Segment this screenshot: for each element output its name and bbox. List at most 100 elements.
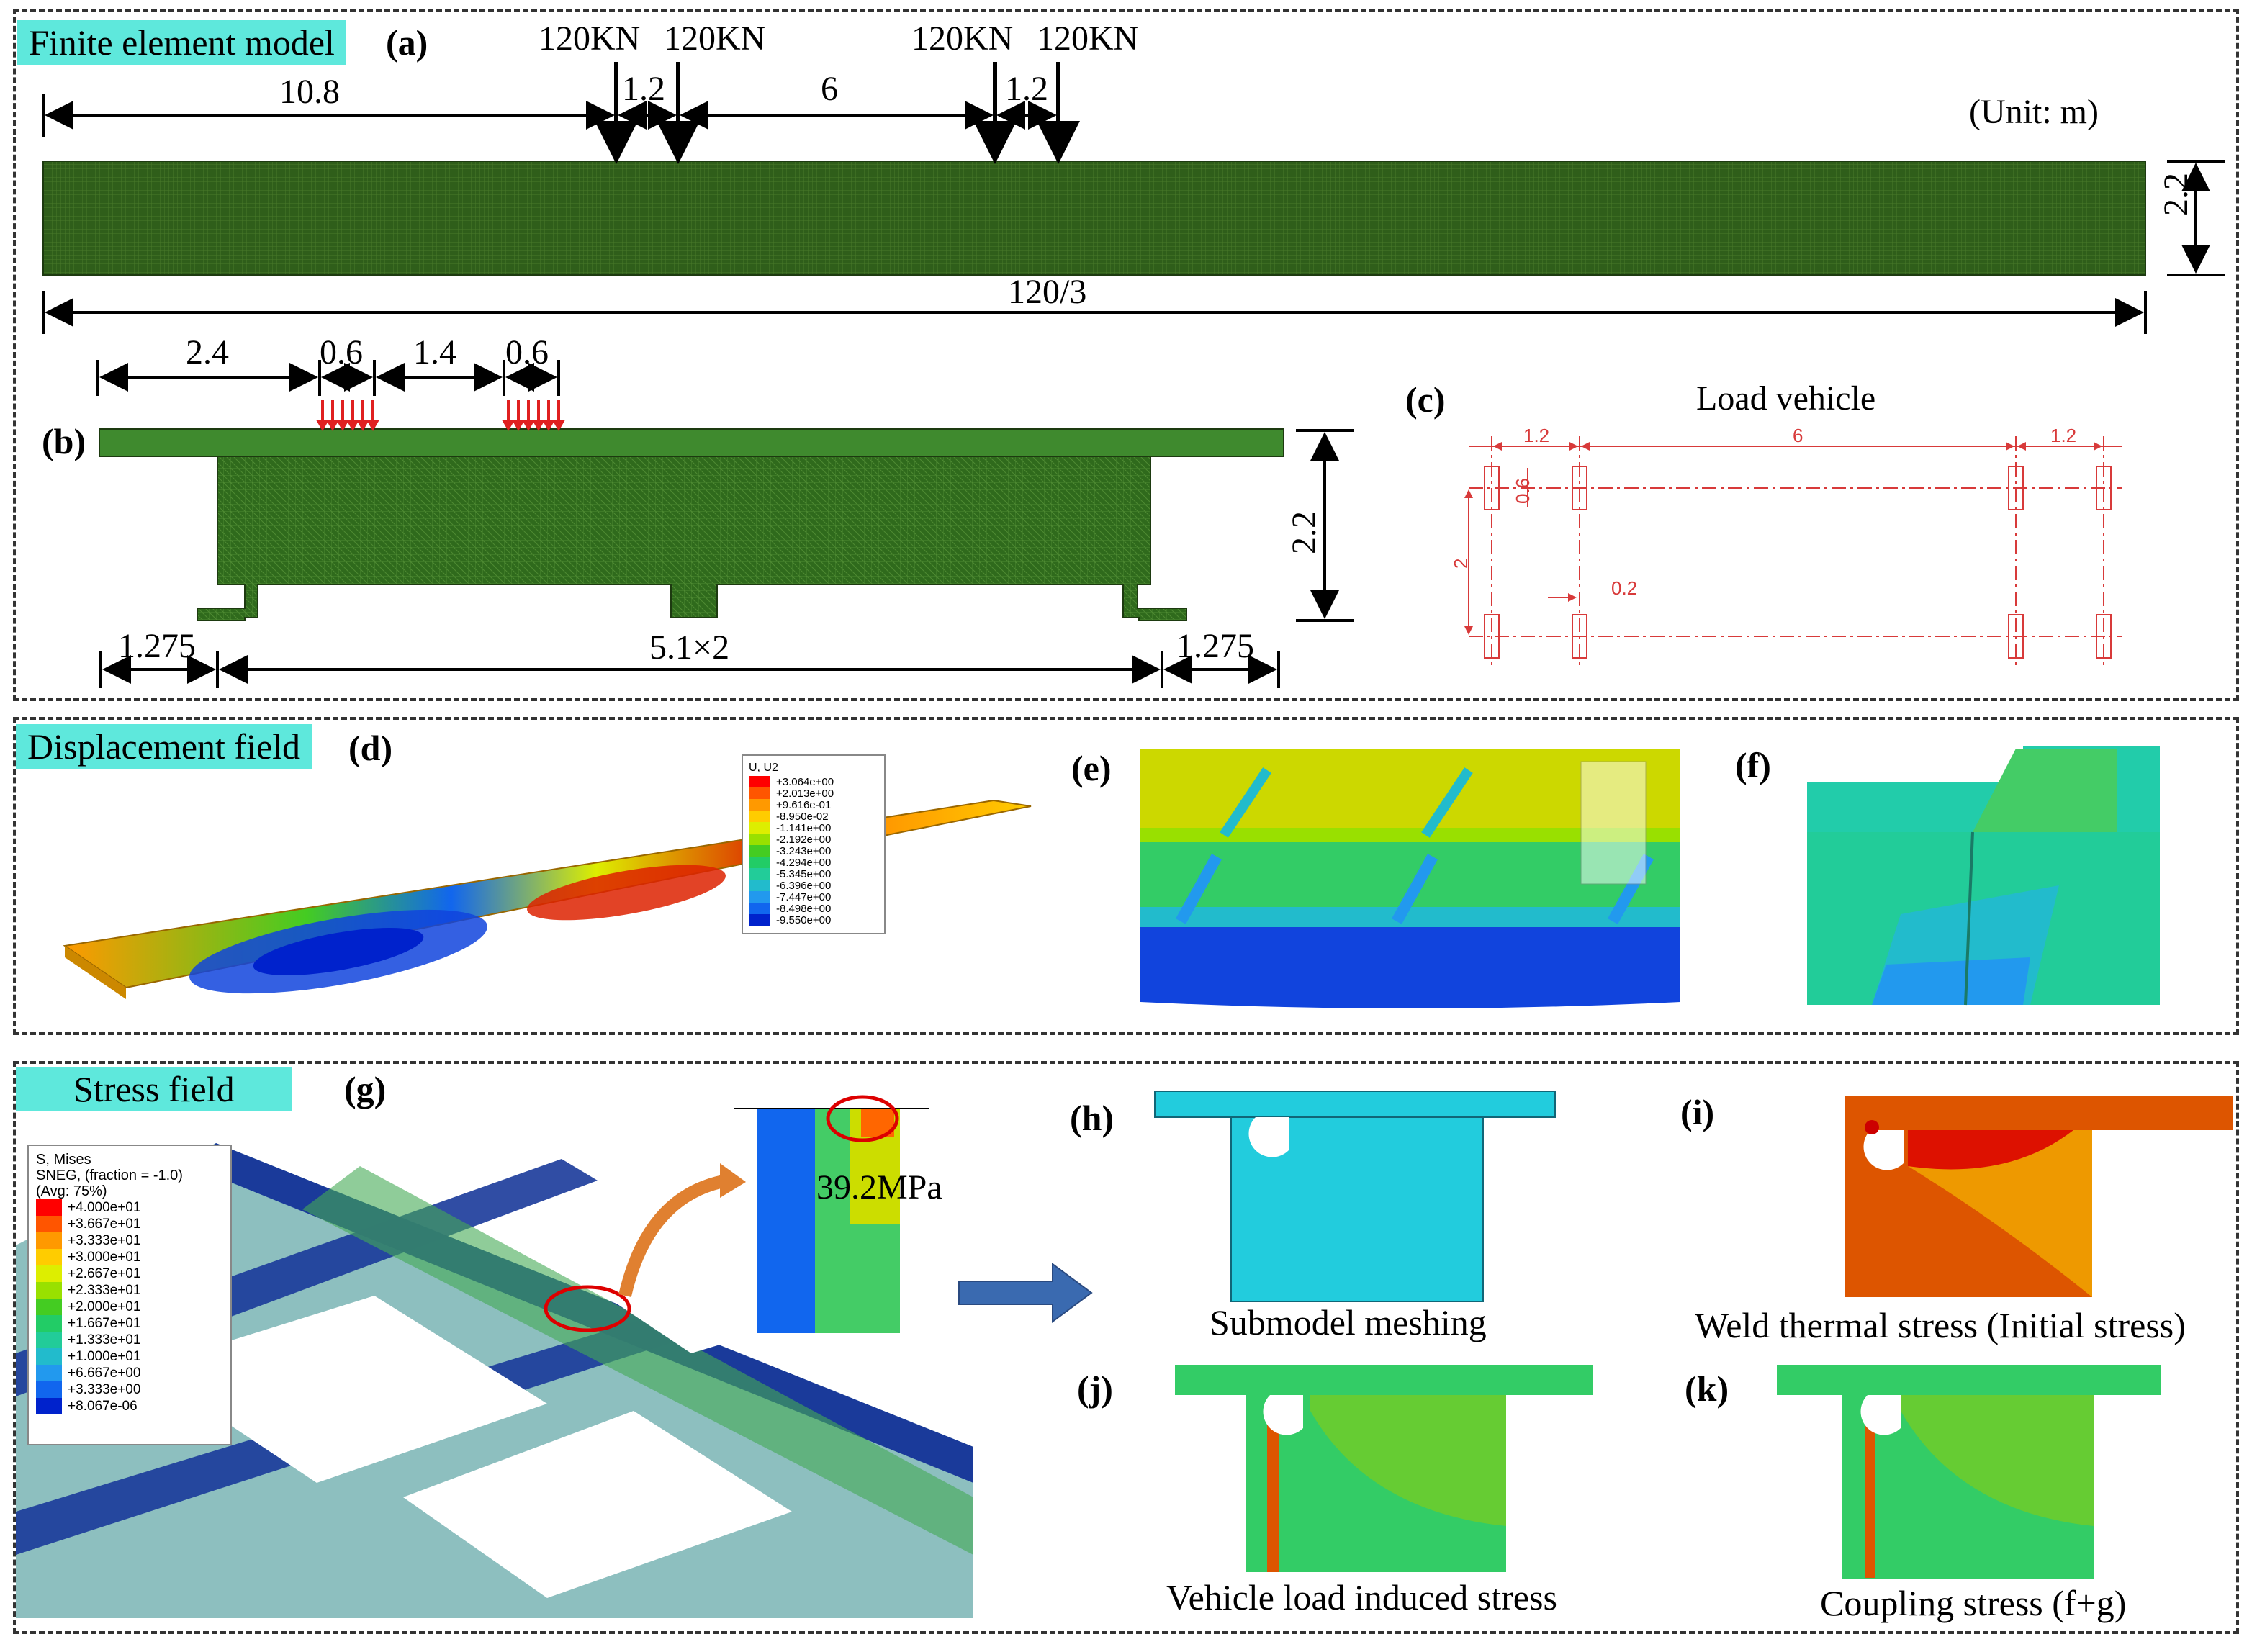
section-body xyxy=(197,456,1187,621)
legend-stress-row: +3.333e+01 xyxy=(36,1232,223,1249)
legend-stress-swatch xyxy=(36,1348,62,1365)
legend-stress-swatch xyxy=(36,1199,62,1216)
tag-finite-element-model: Finite element model xyxy=(17,20,346,65)
beam-mesh xyxy=(42,161,2146,276)
wheel-load-arrows-2 xyxy=(502,400,565,432)
flow-arrow xyxy=(958,1263,1093,1323)
legend-stress-row: +1.000e+01 xyxy=(36,1348,223,1365)
legend-stress-row: +6.667e+00 xyxy=(36,1365,223,1381)
legend-stress-swatch xyxy=(36,1332,62,1348)
load-label-2: 120KN xyxy=(664,19,766,58)
legend-displacement-value: -9.550e+00 xyxy=(776,913,832,926)
legend-stress-swatch xyxy=(36,1216,62,1232)
legend-stress-value: +3.667e+01 xyxy=(68,1216,141,1232)
legend-displacement-swatch xyxy=(749,799,770,811)
dim-b-0-6-a: 0.6 xyxy=(320,333,363,371)
legend-displacement-value: +2.013e+00 xyxy=(776,787,834,800)
dim-b-2-4: 2.4 xyxy=(186,333,229,371)
wheel-load-arrows-1 xyxy=(316,400,379,432)
label-e: (e) xyxy=(1071,748,1112,788)
legend-displacement-swatch xyxy=(749,787,770,799)
dim-b-1-275-left: 1.275 xyxy=(118,627,196,665)
legend-displacement-row: -6.396e+00 xyxy=(749,880,878,892)
legend-stress-row: +8.067e-06 xyxy=(36,1398,223,1414)
legend-displacement-row: -9.550e+00 xyxy=(749,914,878,926)
caption-k: Coupling stress (f+g) xyxy=(1820,1583,2127,1623)
j-view xyxy=(1175,1365,1593,1395)
legend-displacement-value: -8.950e-02 xyxy=(776,810,829,823)
legend-displacement-value: -2.192e+00 xyxy=(776,833,832,846)
legend-stress-row: +1.333e+01 xyxy=(36,1332,223,1348)
caption-i: Weld thermal stress (Initial stress) xyxy=(1695,1305,2186,1345)
load-label-3: 120KN xyxy=(911,19,1014,58)
legend-displacement-value: -8.498e+00 xyxy=(776,902,832,915)
legend-stress-value: +3.000e+01 xyxy=(68,1249,141,1265)
legend-displacement-row: -4.294e+00 xyxy=(749,857,878,869)
hotspot-circle-g xyxy=(544,1285,631,1332)
legend-stress-value: +8.067e-06 xyxy=(68,1398,138,1414)
label-h: (h) xyxy=(1070,1098,1114,1138)
label-k: (k) xyxy=(1685,1368,1729,1409)
legend-displacement-title: U, U2 xyxy=(749,762,778,774)
panel-stress-field xyxy=(13,1061,2239,1634)
legend-stress-value: +2.000e+01 xyxy=(68,1299,141,1314)
legend-stress-swatch xyxy=(36,1315,62,1332)
legend-stress-row: +2.333e+01 xyxy=(36,1282,223,1299)
legend-stress-title-2: SNEG, (fraction = -1.0) xyxy=(36,1168,183,1183)
legend-displacement-row: -3.243e+00 xyxy=(749,845,878,857)
legend-stress-value: +1.667e+01 xyxy=(68,1315,141,1331)
label-f: (f) xyxy=(1735,745,1771,785)
legend-stress-value: +2.333e+01 xyxy=(68,1282,141,1298)
dim-b-1-275-right: 1.275 xyxy=(1176,627,1254,665)
unit-label: (Unit: m) xyxy=(1969,93,2099,131)
label-c: (c) xyxy=(1405,379,1446,420)
i-view xyxy=(1845,1096,2233,1130)
legend-displacement-row: +2.013e+00 xyxy=(749,787,878,800)
legend-stress-title-1: S, Mises xyxy=(36,1152,91,1168)
legend-stress: S, Mises SNEG, (fraction = -1.0) (Avg: 7… xyxy=(27,1145,232,1445)
legend-displacement-value: -1.141e+00 xyxy=(776,821,832,834)
legend-stress-value: +1.000e+01 xyxy=(68,1348,141,1364)
legend-stress-row: +2.000e+01 xyxy=(36,1299,223,1315)
label-j: (j) xyxy=(1077,1368,1113,1409)
deck-plate xyxy=(99,428,1284,457)
load-vehicle-title: Load vehicle xyxy=(1696,379,1876,417)
legend-stress-swatch xyxy=(36,1299,62,1315)
legend-displacement-value: +3.064e+00 xyxy=(776,775,834,788)
legend-stress-row: +2.667e+01 xyxy=(36,1265,223,1282)
legend-stress-value: +4.000e+01 xyxy=(68,1199,141,1215)
panel-finite-element-model xyxy=(13,9,2239,701)
label-a: (a) xyxy=(386,22,428,63)
legend-displacement-swatch xyxy=(749,822,770,834)
legend-displacement-swatch xyxy=(749,868,770,880)
legend-stress-swatch xyxy=(36,1282,62,1299)
label-d: (d) xyxy=(348,728,393,768)
legend-displacement: U, U2 +3.064e+00+2.013e+00+9.616e-01-8.9… xyxy=(742,754,886,934)
panel-displacement-field xyxy=(13,717,2239,1035)
label-b: (b) xyxy=(42,421,86,461)
legend-stress-row: +1.667e+01 xyxy=(36,1315,223,1332)
c-dim-mid: 6 xyxy=(1793,425,1803,446)
caption-h: Submodel meshing xyxy=(1210,1302,1487,1342)
load-vehicle-drawing xyxy=(1464,436,2122,669)
label-g: (g) xyxy=(344,1069,387,1109)
legend-stress-row: +3.333e+00 xyxy=(36,1381,223,1398)
legend-stress-value: +1.333e+01 xyxy=(68,1332,141,1348)
legend-displacement-swatch xyxy=(749,811,770,822)
legend-displacement-swatch xyxy=(749,845,770,857)
c-dim-right: 1.2 xyxy=(2050,425,2077,446)
caption-j: Vehicle load induced stress xyxy=(1166,1577,1557,1617)
legend-stress-value: +6.667e+00 xyxy=(68,1365,141,1381)
legend-stress-row: +3.000e+01 xyxy=(36,1249,223,1265)
legend-displacement-row: -1.141e+00 xyxy=(749,822,878,834)
k-view xyxy=(1777,1365,2161,1395)
peak-stress-label: 39.2MPa xyxy=(816,1168,942,1206)
h-mesh xyxy=(1154,1091,1556,1118)
label-i: (i) xyxy=(1680,1092,1715,1132)
tag-stress-field: Stress field xyxy=(16,1067,292,1111)
legend-displacement-row: -7.447e+00 xyxy=(749,891,878,903)
legend-stress-row: +4.000e+01 xyxy=(36,1199,223,1216)
legend-stress-swatch xyxy=(36,1232,62,1249)
